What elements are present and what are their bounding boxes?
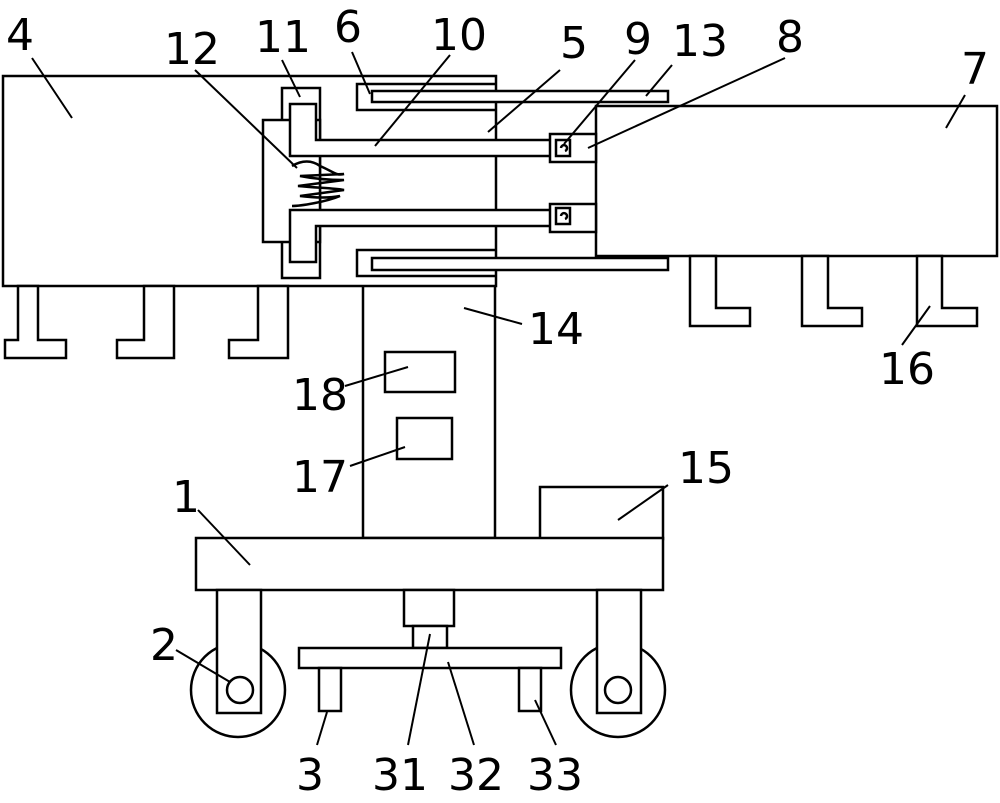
pin-9-upper-curl bbox=[559, 143, 569, 153]
leader-32 bbox=[447, 661, 475, 746]
label-14: 14 bbox=[528, 304, 584, 355]
leader-4 bbox=[31, 57, 73, 119]
leader-8 bbox=[587, 57, 786, 149]
leader-12 bbox=[194, 69, 298, 169]
support-plate-32 bbox=[297, 646, 563, 670]
pin-9-upper bbox=[554, 138, 572, 158]
left-hook-1 bbox=[3, 284, 68, 360]
right-hook-1 bbox=[688, 254, 752, 328]
label-4: 4 bbox=[6, 10, 34, 61]
leader-16 bbox=[901, 305, 931, 346]
label-31: 31 bbox=[372, 750, 428, 798]
label-2: 2 bbox=[150, 620, 178, 671]
column-14 bbox=[361, 283, 497, 540]
leader-9 bbox=[563, 59, 636, 145]
label-6: 6 bbox=[334, 2, 362, 53]
leader-6 bbox=[351, 51, 371, 95]
label-15: 15 bbox=[678, 443, 734, 494]
leader-17 bbox=[349, 446, 406, 467]
label-16: 16 bbox=[879, 344, 935, 395]
label-33: 33 bbox=[527, 750, 583, 798]
pin-9-lower-curl bbox=[559, 211, 569, 221]
pin-9-lower bbox=[554, 206, 572, 226]
left-hook-2 bbox=[115, 284, 176, 360]
lower-rail-frame bbox=[355, 248, 496, 278]
right-hook-2 bbox=[800, 254, 864, 328]
label-18: 18 bbox=[292, 370, 348, 421]
label-7: 7 bbox=[961, 44, 989, 95]
leader-33 bbox=[534, 699, 557, 746]
leader-18 bbox=[344, 366, 409, 387]
lower-guide-rail bbox=[370, 256, 670, 272]
upper-guide-rail-13 bbox=[370, 89, 670, 104]
leader-31 bbox=[407, 633, 431, 746]
label-11: 11 bbox=[255, 12, 311, 63]
box-15 bbox=[538, 485, 665, 541]
right-hook-16 bbox=[915, 254, 979, 328]
label-12: 12 bbox=[164, 24, 220, 75]
support-foot-3 bbox=[317, 666, 343, 713]
leader-10 bbox=[374, 54, 451, 147]
spring-12 bbox=[291, 160, 345, 208]
right-axle bbox=[603, 675, 633, 705]
left-block-4 bbox=[1, 74, 498, 288]
right-block-7 bbox=[594, 104, 999, 258]
leader-15 bbox=[617, 484, 669, 521]
leader-13 bbox=[645, 64, 673, 97]
label-1: 1 bbox=[172, 472, 200, 523]
leader-14 bbox=[463, 307, 523, 325]
label-17: 17 bbox=[292, 452, 348, 503]
leader-5 bbox=[487, 69, 561, 133]
label-32: 32 bbox=[448, 750, 504, 798]
cylinder-body bbox=[402, 588, 456, 628]
box-17 bbox=[395, 416, 454, 461]
leader-11 bbox=[281, 59, 301, 98]
leader-7 bbox=[945, 94, 966, 129]
label-5: 5 bbox=[560, 18, 588, 69]
left-hook-3 bbox=[227, 284, 290, 360]
label-8: 8 bbox=[776, 12, 804, 63]
label-13: 13 bbox=[672, 16, 728, 67]
label-9: 9 bbox=[624, 14, 652, 65]
label-10: 10 bbox=[431, 10, 487, 61]
base-1 bbox=[194, 536, 665, 592]
box-18 bbox=[383, 350, 457, 394]
leader-2 bbox=[175, 649, 231, 683]
label-3: 3 bbox=[296, 750, 324, 798]
leader-1 bbox=[197, 509, 251, 566]
leader-3 bbox=[316, 711, 328, 746]
left-axle bbox=[225, 675, 255, 705]
